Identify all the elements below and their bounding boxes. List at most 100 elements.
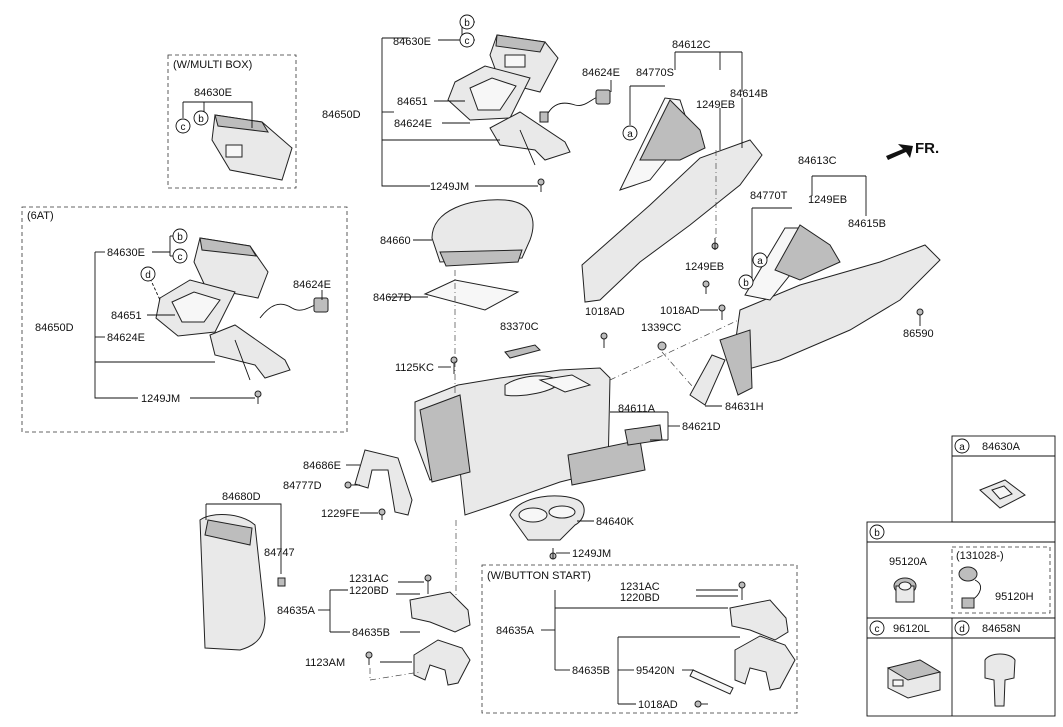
callout-a-right [752, 252, 768, 268]
callout-c-6at [172, 248, 188, 264]
knob-84658n-icon [984, 653, 1016, 707]
screw-1018ad-bs [694, 700, 708, 708]
legend-b-callout-text: b [874, 528, 880, 539]
callout-b-top-text: b [464, 18, 470, 29]
label-84770t: 84770T [750, 190, 788, 202]
label-1339cc: 1339CC [641, 322, 681, 334]
label-1220bd-bs: 1220BD [620, 592, 660, 604]
side-panel-left [581, 97, 763, 303]
label-84627d: 84627D [373, 292, 412, 304]
label-84777d: 84777D [283, 480, 322, 492]
callout-b-6at-text: b [177, 232, 183, 243]
label-84612c: 84612C [672, 39, 711, 51]
rear-cover-84680d [199, 514, 266, 651]
legend-c-callout-text: c [875, 624, 880, 635]
label-84630e-6at: 84630E [107, 247, 145, 259]
clip-86590 [916, 308, 924, 322]
label-1018ad-bs: 1018AD [638, 699, 678, 711]
module-96120l-icon [886, 659, 942, 699]
label-1249jm-top: 1249JM [430, 181, 469, 193]
screw-1018ad-a [718, 304, 726, 320]
label-84624e-harness-top: 84624E [582, 67, 620, 79]
legend-d-callout-text: d [959, 624, 965, 635]
label-84613c: 84613C [798, 155, 837, 167]
front-arrow-icon [886, 144, 913, 160]
label-1249eb-a: 1249EB [696, 99, 735, 111]
bracket-84635a [409, 591, 471, 686]
label-1231ac: 1231AC [349, 573, 389, 585]
label-1249jm-6at: 1249JM [141, 393, 180, 405]
bracket-84635a-bs [729, 599, 796, 691]
clip-84630a-icon [979, 479, 1026, 509]
screw-1249jm-cup [549, 548, 557, 560]
console-body [414, 367, 611, 516]
label-1125kc: 1125KC [395, 362, 434, 374]
legend-a-callout [954, 438, 970, 454]
multi-box-6at [193, 237, 269, 299]
callout-a-left-text: a [627, 129, 633, 140]
legend-b-callout [869, 524, 885, 540]
label-84630e-multibox: 84630E [194, 87, 232, 99]
screw-1125kc [450, 356, 458, 374]
label-1249jm-cup: 1249JM [572, 548, 611, 560]
lid-pad [423, 279, 520, 311]
clip-84747 [277, 577, 286, 587]
callout-c-6at-text: c [178, 252, 183, 263]
label-1018ad-right: 1018AD [660, 305, 700, 317]
label-84650d-6at: 84650D [35, 322, 74, 334]
screw-1249jm-top [537, 178, 545, 192]
legend-b-part2: 95120H [995, 591, 1034, 603]
callout-d-6at [140, 266, 156, 282]
legend-d-part: 84658N [982, 623, 1021, 635]
label-84635a: 84635A [277, 605, 316, 617]
callout-a-left [622, 125, 638, 141]
legend-a-part: 84630A [982, 441, 1021, 453]
clip-1339cc [657, 341, 667, 351]
cup-holder-84640k [509, 495, 585, 541]
label-84624e-top: 84624E [394, 118, 432, 130]
screw-84777d [344, 481, 360, 489]
label-84650d-top: 84650D [322, 109, 361, 121]
label-84611a: 84611A [618, 403, 656, 415]
side-panel-right [734, 224, 941, 371]
label-84630e-top: 84630E [393, 36, 431, 48]
label-84614b: 84614B [730, 88, 768, 100]
label-84640k: 84640K [596, 516, 635, 528]
label-84615b: 84615B [848, 218, 886, 230]
power-outlet-95120h-icon [958, 566, 982, 609]
label-1231ac-bs: 1231AC [620, 581, 660, 593]
label-84624e-harness-6at: 84624E [293, 279, 331, 291]
legend-b-part1: 95120A [889, 556, 928, 568]
label-1220bd: 1220BD [349, 585, 389, 597]
label-84660: 84660 [380, 235, 411, 247]
bracket-95420n [689, 669, 734, 695]
six-at-title: (6AT) [27, 210, 54, 222]
screw-1249jm-6at [254, 390, 262, 404]
callout-b-multibox [193, 110, 209, 126]
label-95420n: 95420N [636, 665, 675, 677]
callout-c-top-text: c [465, 36, 470, 47]
label-1249eb-b: 1249EB [808, 194, 847, 206]
legend-table [866, 435, 1056, 717]
label-84680d: 84680D [222, 491, 261, 503]
front-direction-label: FR. [915, 140, 939, 157]
callout-c-multibox-text: c [181, 122, 186, 133]
label-84624e-6at: 84624E [107, 332, 145, 344]
label-1018ad-mid: 1018AD [585, 306, 625, 318]
callout-b-6at [172, 228, 188, 244]
harness-top [539, 89, 611, 123]
bracket-84686e [354, 449, 413, 516]
legend-a-callout-text: a [959, 442, 965, 453]
multi-box-part [211, 114, 293, 181]
label-86590: 86590 [903, 328, 934, 340]
legend-d-callout [954, 620, 970, 636]
screw-1018ad-mid [600, 332, 608, 348]
console-insert-83370c [504, 344, 541, 359]
button-start-title: (W/BUTTON START) [487, 570, 591, 582]
label-84631h: 84631H [725, 401, 764, 413]
label-84651-6at: 84651 [111, 310, 142, 322]
trim-84631h [689, 329, 753, 406]
screw-1231ac [424, 574, 432, 594]
label-84747: 84747 [264, 547, 295, 559]
callout-c-top [459, 32, 475, 48]
